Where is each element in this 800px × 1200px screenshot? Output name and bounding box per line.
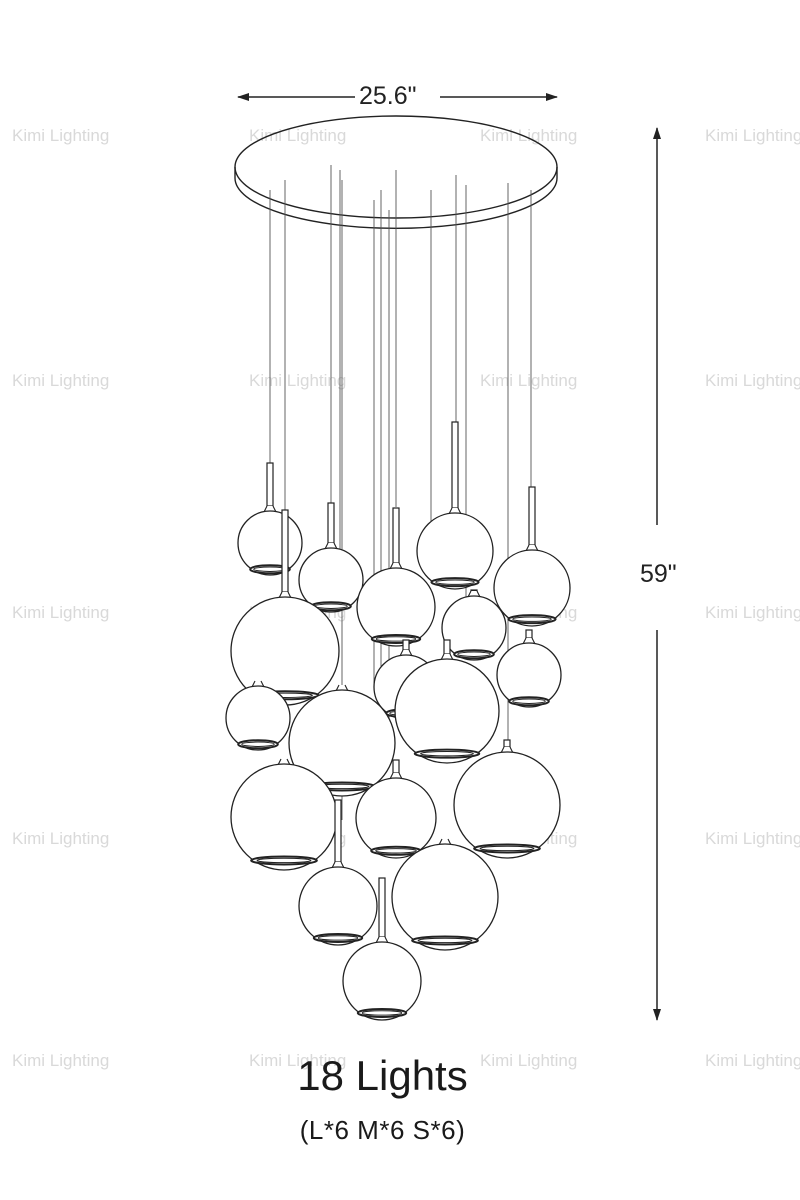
watermark: Kimi Lighting bbox=[705, 126, 800, 145]
watermark: Kimi Lighting bbox=[249, 371, 347, 390]
watermark: Kimi Lighting bbox=[480, 1051, 578, 1070]
watermark: Kimi Lighting bbox=[480, 126, 578, 145]
watermark: Kimi Lighting bbox=[249, 126, 347, 145]
watermark: Kimi Lighting bbox=[705, 603, 800, 622]
pendant-globe bbox=[342, 877, 422, 1021]
lights-count-title: 18 Lights bbox=[297, 1052, 468, 1099]
watermark: Kimi Lighting bbox=[249, 1051, 347, 1070]
pendant-globe bbox=[493, 486, 571, 627]
pendant-globe bbox=[298, 502, 364, 613]
pendant-globe bbox=[237, 462, 303, 576]
height-dimension-label: 59" bbox=[637, 560, 680, 589]
pendant-globe bbox=[496, 629, 562, 708]
pendant-globe bbox=[394, 639, 500, 764]
pendant-globe bbox=[416, 421, 494, 590]
watermark: Kimi Lighting bbox=[480, 371, 578, 390]
pendant-globe bbox=[355, 759, 437, 859]
width-dimension-label: 25.6" bbox=[356, 82, 420, 111]
watermark: Kimi Lighting bbox=[12, 126, 110, 145]
watermark: Kimi Lighting bbox=[705, 829, 800, 848]
watermark: Kimi Lighting bbox=[705, 371, 800, 390]
watermark: Kimi Lighting bbox=[705, 1051, 800, 1070]
pendant-globe bbox=[230, 509, 340, 706]
pendant-globe bbox=[225, 680, 291, 751]
lights-size-breakdown: (L*6 M*6 S*6) bbox=[299, 1115, 466, 1145]
pendant-globe bbox=[298, 799, 378, 946]
pendant-globe bbox=[356, 507, 436, 647]
watermark: Kimi Lighting bbox=[12, 1051, 110, 1070]
pendant-globe bbox=[391, 838, 499, 951]
pendant-globe bbox=[441, 589, 507, 661]
watermark: Kimi Lighting bbox=[12, 371, 110, 390]
watermark: Kimi Lighting bbox=[12, 603, 110, 622]
pendant-globe bbox=[453, 739, 561, 859]
pendant-globes bbox=[225, 421, 571, 1021]
watermark: Kimi Lighting bbox=[12, 829, 110, 848]
